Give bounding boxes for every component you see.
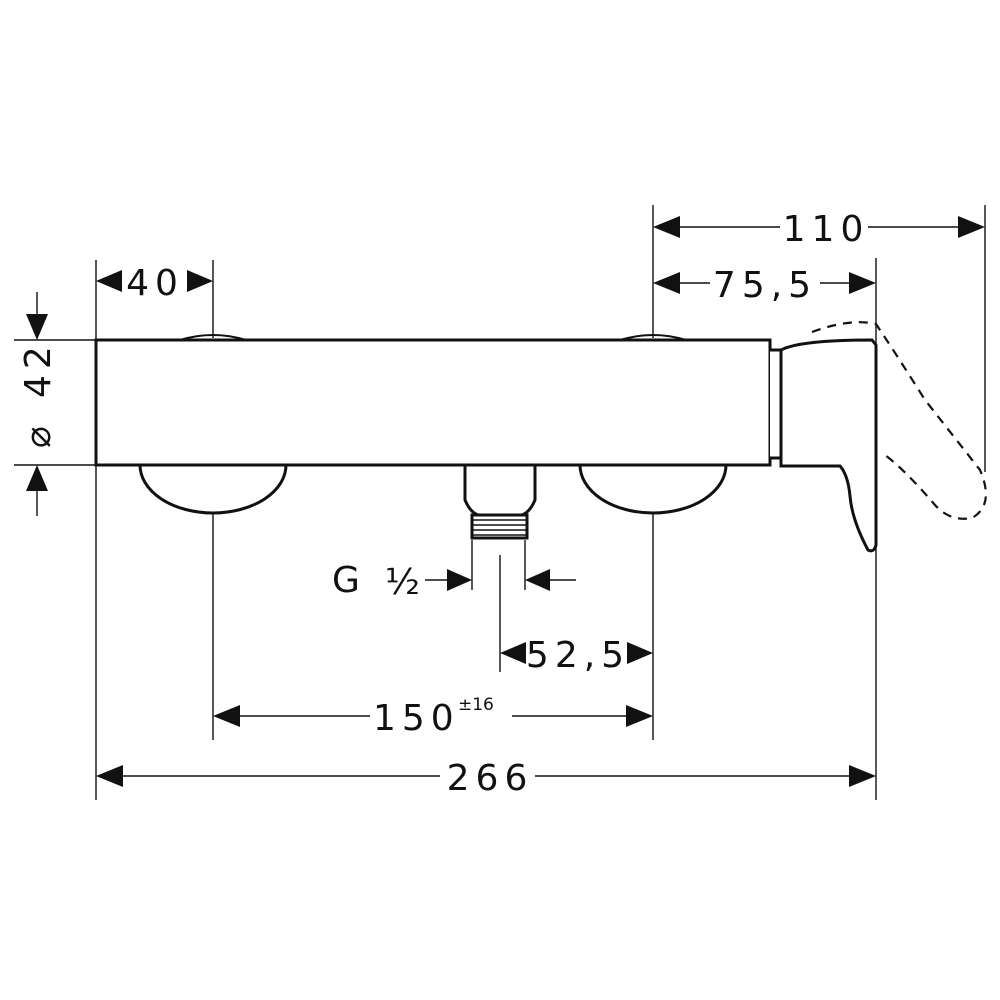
dim-150-tolerance: ±16 (458, 695, 494, 715)
flange-bottom-left (138, 464, 288, 515)
dimension-diameter-42: ⌀ 42 (18, 292, 59, 516)
mixer-outline (94, 321, 988, 553)
flange-top-left (179, 334, 247, 341)
dim-75-5-label: 75,5 (713, 265, 817, 306)
dim-diameter-symbol: ⌀ (18, 420, 59, 448)
mixer-body (94, 338, 772, 467)
dimension-52-5: 52,5 (500, 635, 653, 676)
dimension-266: 266 (96, 758, 876, 799)
dim-52-5-label: 52,5 (526, 635, 630, 676)
dimension-thread: G ½ (332, 560, 576, 603)
dim-110-label: 110 (783, 209, 870, 250)
dim-150-label: 150 (373, 698, 460, 739)
dim-266-label: 266 (447, 758, 534, 799)
dimension-75-5: 75,5 (653, 265, 876, 306)
end-cap (770, 348, 783, 460)
thread-half-label: ½ (385, 562, 426, 603)
dim-40-label: 40 (126, 263, 184, 304)
flange-bottom-right (578, 464, 728, 515)
thread-g-label: G (332, 560, 366, 601)
outlet-elbow (463, 463, 537, 517)
dimension-150: 150 ±16 (213, 695, 653, 739)
lever-swing-path (811, 321, 988, 520)
dimension-40: 40 (96, 263, 213, 304)
flange-top-right (619, 334, 687, 341)
dimension-110: 110 (653, 209, 985, 250)
lever-handle (779, 338, 878, 553)
dim-42-label: 42 (18, 340, 59, 398)
thread-lines (472, 519, 527, 536)
